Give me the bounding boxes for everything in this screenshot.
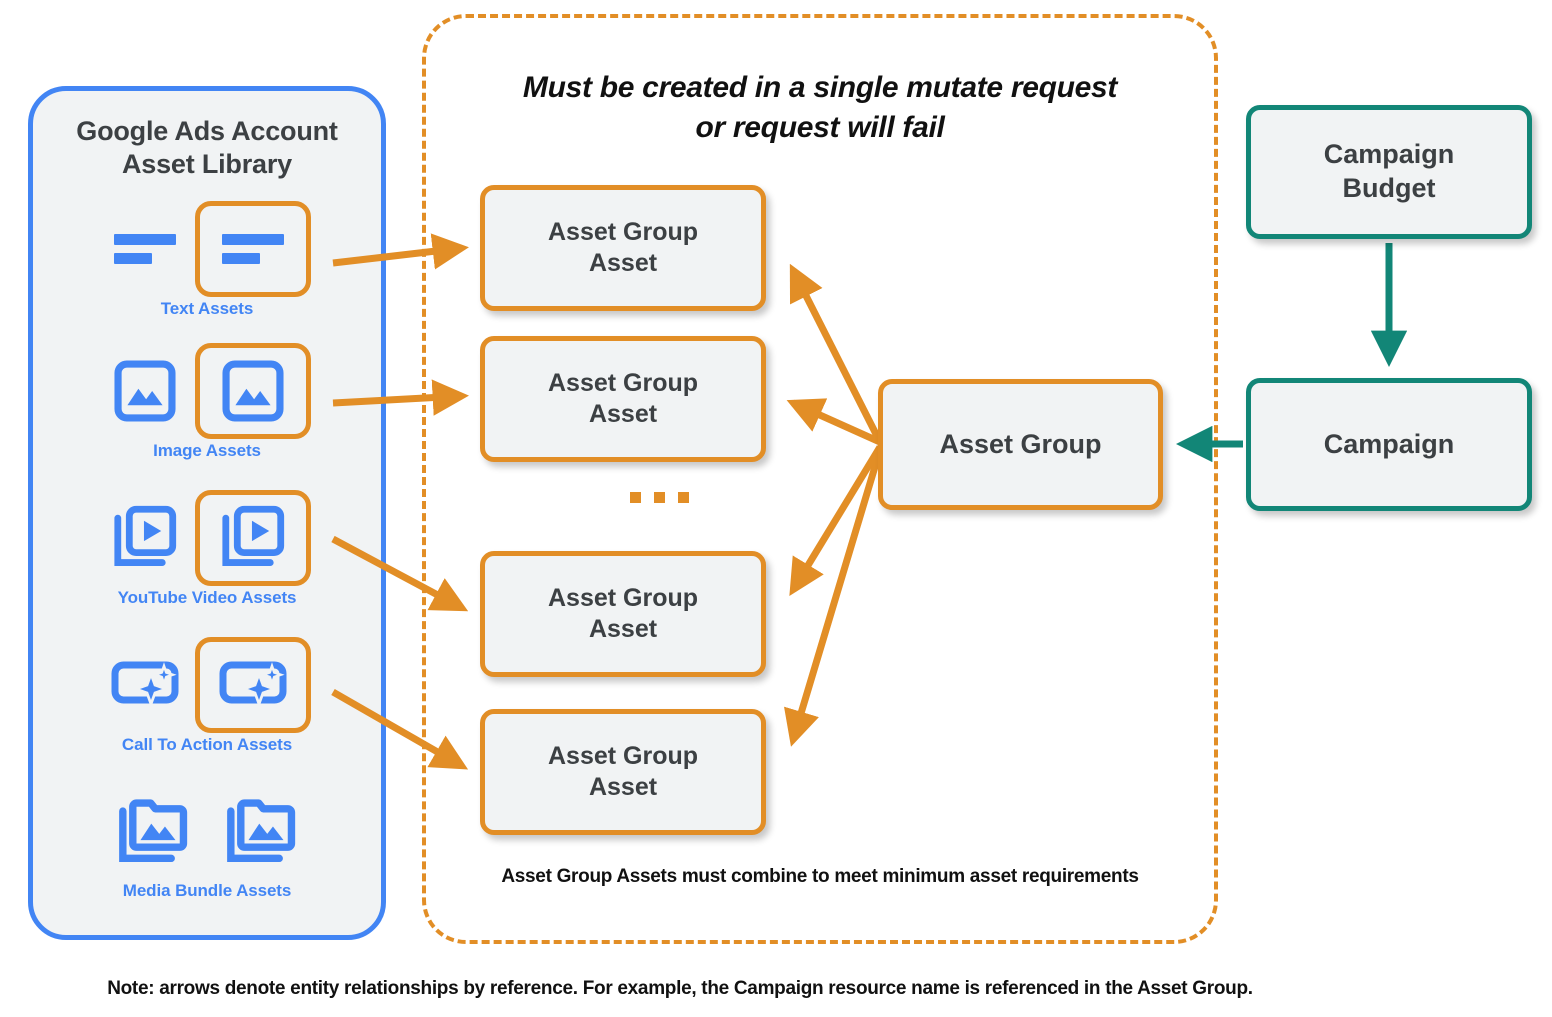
aga-3-line-1: Asset Group <box>547 583 699 612</box>
mutate-container-footnote: Asset Group Assets must combine to meet … <box>501 866 1139 887</box>
asset-group-asset-box-1[interactable]: Asset Group Asset <box>480 185 766 311</box>
asset-group-label: Asset Group <box>939 428 1102 459</box>
image-asset-icon-selected[interactable] <box>195 343 311 439</box>
footer-note: Note: arrows denote entity relationships… <box>107 978 1253 999</box>
campaign-label: Campaign <box>1323 428 1455 459</box>
asset-row-text: Text Assets <box>33 201 381 319</box>
ellipsis-dot-3 <box>678 492 689 503</box>
folder-image-stack-glyph <box>227 799 296 863</box>
aga-3-line-2: Asset <box>588 615 658 643</box>
arrow-assetgroup-to-aga4 <box>784 448 884 747</box>
image-glyph <box>222 360 284 422</box>
folder-image-stack-glyph <box>119 799 188 863</box>
mutate-title-line-2: or request will fail <box>695 110 945 144</box>
arrow-image-to-aga2 <box>332 379 469 416</box>
library-title-line-2: Asset Library <box>122 148 292 179</box>
aga-4-line-1: Asset Group <box>547 741 699 770</box>
campaign-box[interactable]: Campaign <box>1246 378 1532 511</box>
mutate-title-line-1: Must be created in a single mutate reque… <box>522 71 1118 104</box>
media-bundle-asset-icon-2 <box>219 789 303 873</box>
text-asset-icon <box>103 207 187 291</box>
cta-sparkle-glyph <box>219 661 287 709</box>
asset-row-media-bundle: Media Bundle Assets <box>33 783 381 901</box>
asset-group-asset-box-2[interactable]: Asset Group Asset <box>480 336 766 462</box>
video-stack-glyph <box>222 505 285 566</box>
asset-group-box[interactable]: Asset Group <box>878 379 1163 510</box>
aga-1-line-2: Asset <box>588 249 658 277</box>
media-bundle-asset-icon <box>111 789 195 873</box>
asset-caption-video: YouTube Video Assets <box>117 588 297 607</box>
mutate-container-title: Must be created in a single mutate reque… <box>426 68 1214 147</box>
text-asset-icon-selected[interactable] <box>195 201 311 297</box>
arrow-text-to-aga1 <box>332 233 469 270</box>
arrow-cta-to-aga4 <box>331 688 469 770</box>
asset-caption-image: Image Assets <box>153 441 261 460</box>
call-to-action-asset-icon-selected[interactable] <box>195 637 311 733</box>
asset-row-image: Image Assets <box>33 343 381 461</box>
image-asset-icon <box>103 349 187 433</box>
arrow-assetgroup-to-aga1 <box>789 263 884 444</box>
asset-caption-cta: Call To Action Assets <box>121 735 293 754</box>
library-title-line-1: Google Ads Account <box>76 116 338 146</box>
aga-2-line-1: Asset Group <box>547 368 699 397</box>
video-stack-glyph <box>114 505 177 566</box>
asset-row-video: YouTube Video Assets <box>33 490 381 608</box>
asset-caption-media-bundle: Media Bundle Assets <box>122 881 292 900</box>
aga-4-line-2: Asset <box>588 773 658 801</box>
asset-group-asset-box-3[interactable]: Asset Group Asset <box>480 551 766 677</box>
arrow-video-to-aga3 <box>331 535 469 612</box>
asset-library-title: Google Ads Account Asset Library <box>33 115 381 181</box>
aga-2-line-2: Asset <box>588 400 658 428</box>
campaign-budget-line-1: Campaign <box>1323 139 1455 170</box>
asset-library-panel: Google Ads Account Asset Library Text As… <box>28 86 386 940</box>
arrow-assetgroup-to-aga3 <box>789 445 883 596</box>
ellipsis-dot-1 <box>630 492 641 503</box>
arrow-assetgroup-to-aga2 <box>786 398 882 446</box>
image-glyph <box>114 360 176 422</box>
call-to-action-asset-icon <box>103 643 187 727</box>
asset-caption-text: Text Assets <box>160 299 254 318</box>
cta-sparkle-glyph <box>111 661 179 709</box>
ellipsis-indicator <box>630 492 689 503</box>
campaign-budget-line-2: Budget <box>1342 173 1436 203</box>
youtube-video-asset-icon-selected[interactable] <box>195 490 311 586</box>
campaign-budget-box[interactable]: Campaign Budget <box>1246 105 1532 239</box>
aga-1-line-1: Asset Group <box>547 217 699 246</box>
ellipsis-dot-2 <box>654 492 665 503</box>
asset-row-cta: Call To Action Assets <box>33 637 381 755</box>
asset-group-asset-box-4[interactable]: Asset Group Asset <box>480 709 766 835</box>
youtube-video-asset-icon <box>103 496 187 580</box>
